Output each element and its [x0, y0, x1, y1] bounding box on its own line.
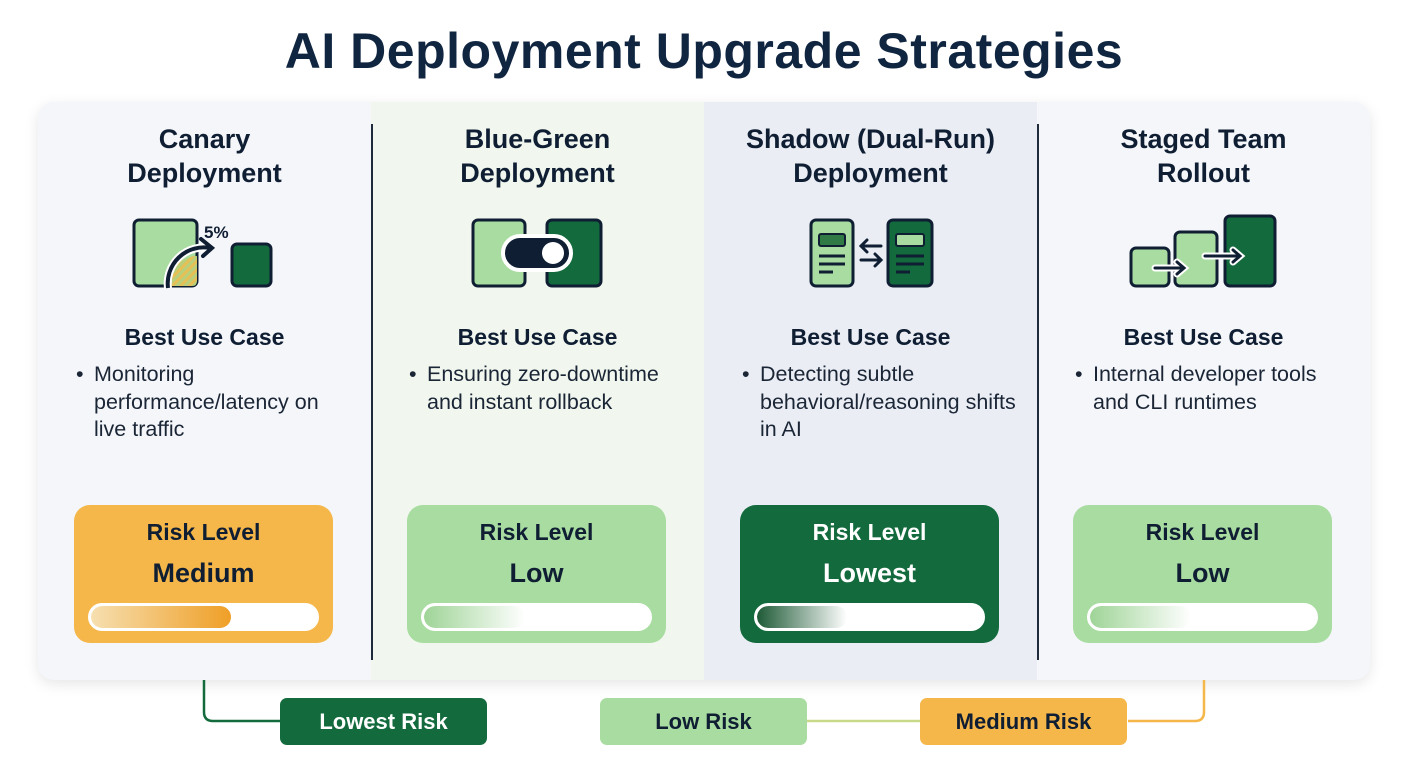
risk-value: Lowest — [822, 558, 916, 588]
risk-label: Risk Level — [812, 519, 927, 545]
column-divider — [371, 124, 373, 660]
risk-level-box: Risk Level Low — [1073, 505, 1332, 643]
percent-label: 5% — [204, 223, 229, 242]
title-line: Rollout — [1157, 158, 1250, 188]
best-use-case-heading: Best Use Case — [790, 324, 951, 350]
title-line: Deployment — [793, 158, 948, 188]
risk-level-box: Risk Level Low — [407, 505, 666, 643]
use-case-bullet: Ensuring zero-downtime and instant rollb… — [409, 361, 689, 416]
risk-value: Medium — [152, 558, 255, 588]
best-use-case-heading: Best Use Case — [457, 324, 618, 350]
risk-progress-bar — [1087, 603, 1318, 631]
risk-label: Risk Level — [479, 519, 594, 545]
risk-value: Low — [509, 558, 564, 588]
title-line: Staged Team — [1120, 124, 1287, 154]
title-line: Deployment — [127, 158, 282, 188]
risk-progress-fill — [1090, 606, 1192, 628]
risk-progress-fill — [757, 606, 847, 628]
staged-steps-icon — [1129, 214, 1277, 288]
risk-value: Low — [1175, 558, 1230, 588]
legend-lowest-risk: Lowest Risk — [280, 698, 487, 745]
risk-progress-bar — [88, 603, 319, 631]
risk-progress-fill — [91, 606, 231, 628]
strategy-title: Shadow (Dual-Run) Deployment — [704, 122, 1037, 190]
strategy-shadow: Shadow (Dual-Run) Deployment Best Use Cas… — [704, 102, 1037, 680]
risk-level-box: Risk Level Lowest — [740, 505, 999, 643]
risk-progress-bar — [754, 603, 985, 631]
title-line: Blue-Green — [464, 124, 611, 154]
use-case-bullet: Monitoring performance/latency on live t… — [76, 361, 356, 444]
use-case-bullet: Detecting subtle behavioral/reasoning sh… — [742, 361, 1022, 444]
canary-traffic-split-icon: 5% — [132, 218, 273, 289]
best-use-case-heading: Best Use Case — [1123, 324, 1284, 350]
legend-medium-risk: Medium Risk — [920, 698, 1127, 745]
use-case-bullet: Internal developer tools and CLI runtime… — [1075, 361, 1355, 416]
column-divider — [1037, 124, 1039, 660]
risk-level-box: Risk Level Medium — [74, 505, 333, 643]
risk-label: Risk Level — [146, 519, 261, 545]
title-line: Shadow (Dual-Run) — [746, 124, 995, 154]
risk-progress-fill — [424, 606, 526, 628]
title-line: Deployment — [460, 158, 615, 188]
legend-low-risk: Low Risk — [600, 698, 807, 745]
best-use-case-heading: Best Use Case — [124, 324, 285, 350]
toggle-switch-icon — [471, 218, 603, 288]
risk-progress-bar — [421, 603, 652, 631]
risk-label: Risk Level — [1145, 519, 1260, 545]
title-line: Canary — [158, 124, 251, 154]
dual-documents-exchange-icon — [809, 218, 934, 288]
page-title: AI Deployment Upgrade Strategies — [284, 23, 1124, 79]
